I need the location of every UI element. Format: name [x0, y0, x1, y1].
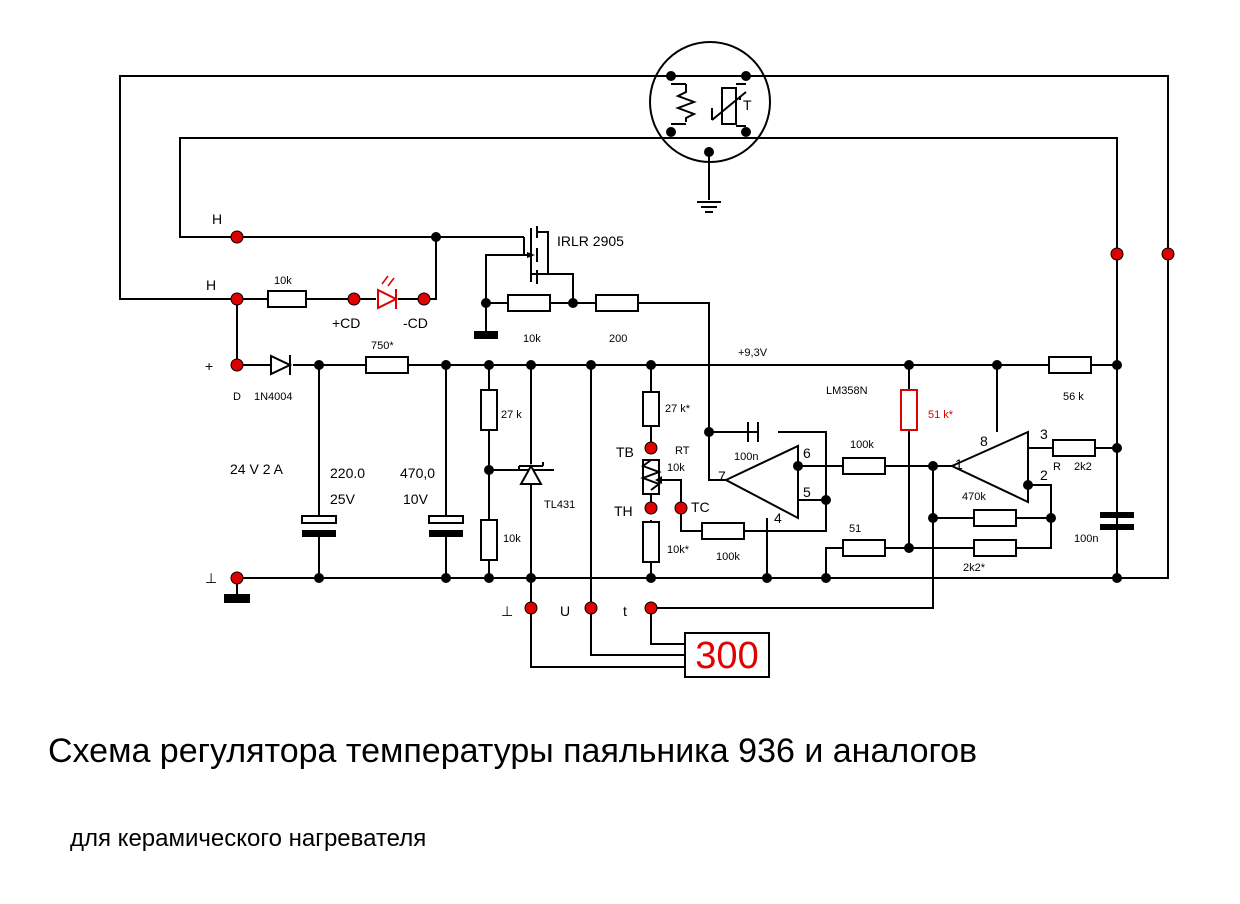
label-r-label: R	[1053, 461, 1061, 473]
resistor-470k	[973, 509, 1017, 527]
components	[224, 226, 1134, 603]
label-gnd-out: ⊥	[501, 603, 513, 619]
resistor-51	[842, 539, 886, 557]
label-r-470k: 470k	[962, 491, 986, 503]
label-r-led: 10k	[274, 275, 292, 287]
resistor-750	[365, 356, 409, 374]
mosfet-icon	[523, 226, 549, 284]
ground-block-left-icon	[224, 594, 250, 603]
capacitor-220	[301, 515, 337, 524]
led-icon	[377, 288, 399, 310]
label-h-top: H	[212, 211, 222, 227]
label-pin8: 8	[980, 433, 988, 449]
label-tc: TC	[691, 499, 710, 515]
label-lm358: LM358N	[826, 385, 868, 397]
label-r-10k-low: 10k	[503, 533, 521, 545]
label-tb: TB	[616, 444, 634, 460]
temperature-display: 300	[684, 632, 770, 678]
label-cd-minus: -CD	[403, 315, 428, 331]
label-r-10k-star: 10k*	[667, 544, 690, 556]
label-r-100k: 100k	[850, 439, 874, 451]
label-pin3: 3	[1040, 426, 1048, 442]
labels: IRLR 2905 H H 10k +CD -CD 10k 200 +9,3V …	[205, 211, 1098, 619]
resistor-27k-star	[642, 391, 660, 427]
tl431-icon	[519, 463, 543, 485]
label-gnd: ⊥	[205, 570, 217, 586]
op-amp-2	[949, 430, 1029, 504]
resistor-200	[595, 294, 639, 312]
terminals	[230, 230, 1175, 615]
label-r-2k2-star: 2k2*	[963, 562, 986, 574]
label-c1-value: 220.0	[330, 465, 365, 481]
label-t-out: t	[623, 603, 627, 619]
resistor-100k	[842, 457, 886, 475]
resistor-100k-tc	[701, 522, 745, 540]
label-input-voltage: 24 V 2 A	[230, 461, 284, 477]
heater-t-label: T	[743, 97, 752, 113]
label-h-mid: H	[206, 277, 216, 293]
label-v-supply: +9,3V	[738, 347, 768, 359]
capacitor-100n	[1100, 512, 1134, 518]
label-r-51k-star: 51 k*	[928, 409, 954, 421]
label-pin7: 7	[718, 468, 726, 484]
ground-symbol-icon	[697, 201, 721, 213]
label-c-100n: 100n	[1074, 533, 1098, 545]
label-diode-d: D	[233, 391, 241, 403]
label-r-750: 750*	[371, 340, 394, 352]
label-pin4: 4	[774, 510, 782, 526]
resistor-10k-star	[642, 521, 660, 563]
resistor-10k-low	[480, 519, 498, 561]
resistor-27k	[480, 389, 498, 431]
label-c1-voltage: 25V	[330, 491, 356, 507]
label-pin1: 1	[955, 456, 963, 472]
label-r-200: 200	[609, 333, 627, 345]
label-pin6: 6	[803, 445, 811, 461]
diode-icon	[270, 354, 293, 376]
ground-block-icon	[474, 331, 498, 339]
label-r-100k-tc: 100k	[716, 551, 740, 563]
capacitor-470	[428, 515, 464, 524]
label-c-100n-fb: 100n	[734, 451, 758, 463]
label-c2-voltage: 10V	[403, 491, 429, 507]
display-value: 300	[695, 635, 758, 677]
page-title: Схема регулятора температуры паяльника 9…	[48, 732, 977, 770]
resistor-led-10k	[267, 290, 307, 308]
label-th: TH	[614, 503, 633, 519]
label-r-56k: 56 k	[1063, 391, 1084, 403]
resistor-56k	[1048, 356, 1092, 374]
heater-connector: T	[649, 41, 771, 213]
resistor-2k2	[1052, 439, 1096, 457]
label-r-gate: 10k	[523, 333, 541, 345]
op-amp-1	[723, 444, 799, 520]
label-r-2k2: 2k2	[1074, 461, 1092, 473]
label-rt-value: 10k	[667, 462, 685, 474]
resistor-2k2-star	[973, 539, 1017, 557]
label-diode-part: 1N4004	[254, 391, 293, 403]
label-pin2: 2	[1040, 467, 1048, 483]
heater-zigzag-icon	[675, 84, 697, 122]
label-rt: RT	[675, 445, 690, 457]
label-pin5: 5	[803, 484, 811, 500]
label-plus: +	[205, 358, 213, 374]
resistor-gate-10k	[507, 294, 551, 312]
label-u-out: U	[560, 603, 570, 619]
label-c2-value: 470,0	[400, 465, 435, 481]
label-r-27k-star: 27 k*	[665, 403, 691, 415]
junction-dots	[314, 232, 1122, 583]
resistor-51k-star	[900, 389, 918, 431]
label-tl431: TL431	[544, 499, 575, 511]
label-cd-plus: +CD	[332, 315, 360, 331]
label-r-27k: 27 k	[501, 409, 522, 421]
page-subtitle: для керамического нагревателя	[70, 825, 426, 852]
label-mosfet: IRLR 2905	[557, 233, 624, 249]
label-r-51: 51	[849, 523, 861, 535]
